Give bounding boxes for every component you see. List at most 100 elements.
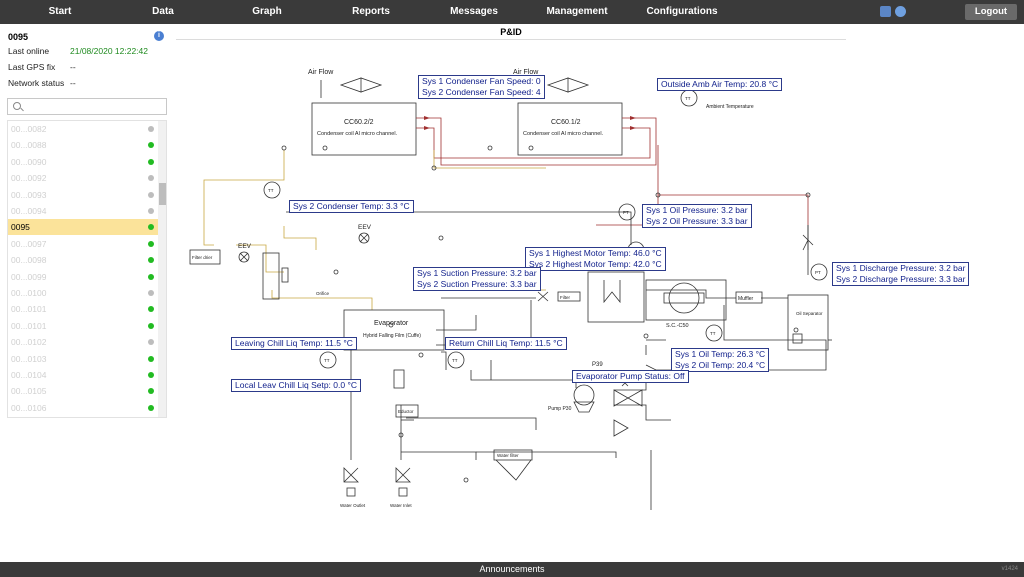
device-list-item[interactable]: 00...0104 [8, 367, 158, 383]
network-value: -- [70, 78, 76, 88]
device-search-input[interactable] [7, 98, 167, 115]
device-list-item[interactable]: 00...0099 [8, 269, 158, 285]
device-list-item[interactable]: 00...0094 [8, 203, 158, 219]
device-list-item[interactable]: 00...0101 [8, 318, 158, 334]
nav-data[interactable]: Data [152, 6, 174, 17]
oil-separator [787, 294, 829, 351]
suction-1-value: Sys 1 Suction Pressure: 3.2 bar [417, 268, 537, 278]
suction-2-value: Sys 2 Suction Pressure: 3.3 bar [417, 279, 537, 289]
fan-speed-1-value: Sys 1 Condenser Fan Speed: 0 [422, 76, 541, 86]
status-dot-icon [148, 175, 154, 182]
device-list-item-label: 00...0094 [11, 206, 47, 216]
motor-temp-tag[interactable]: Sys 1 Highest Motor Temp: 46.0 °C Sys 2 … [525, 247, 666, 271]
device-list-item[interactable]: 00...0100 [8, 285, 158, 301]
device-list-item[interactable]: 00...0102 [8, 334, 158, 350]
condenser-unit-b [517, 102, 623, 156]
pid-schematic: Air Flow Air Flow CC60.2/2 CC60.1/2 Cond… [189, 69, 832, 510]
pid-title: P&ID [176, 27, 846, 40]
logout-button[interactable]: Logout [965, 4, 1017, 20]
flash-vessel [262, 252, 280, 300]
outside-temp-value: Outside Amb Air Temp: 20.8 °C [661, 79, 779, 89]
search-icon [13, 102, 21, 110]
device-list-item-label: 00...0090 [11, 156, 47, 167]
filter-label: Filter [560, 295, 571, 300]
discharge-1-value: Sys 1 Discharge Pressure: 3.2 bar [836, 263, 966, 273]
motor-temp-1-value: Sys 1 Highest Motor Temp: 46.0 °C [529, 248, 662, 258]
device-list-item[interactable]: 00...0090 [8, 154, 158, 170]
announcements-button[interactable]: Announcements [479, 564, 545, 574]
device-list-item[interactable]: 00...0082 [8, 121, 158, 137]
air-flow-label-b: Air Flow [513, 69, 539, 76]
leaving-chill-setpoint-tag[interactable]: Local Leav Chill Liq Setp: 0.0 °C [231, 379, 361, 392]
device-list-item[interactable]: 00...0097 [8, 236, 158, 252]
status-dot-icon [148, 404, 154, 411]
status-dot-icon [148, 224, 154, 231]
eductor-label: Eductor [398, 409, 414, 414]
status-dot-icon [148, 339, 154, 346]
filter-drier-label: Filter drier [192, 255, 213, 260]
bottom-bar: Announcements v1424 [0, 562, 1024, 577]
suction-pressure-tag[interactable]: Sys 1 Suction Pressure: 3.2 bar Sys 2 Su… [413, 267, 541, 291]
last-online-label: Last online [8, 46, 50, 56]
device-id: 0095 [8, 32, 29, 42]
condenser-temp-tag[interactable]: Sys 2 Condenser Temp: 3.3 °C [289, 200, 414, 213]
device-list-item[interactable]: 00...0092 [8, 170, 158, 186]
tt-label: TT [452, 358, 458, 363]
return-chill-value: Return Chill Liq Temp: 11.5 °C [449, 338, 563, 348]
nav-management[interactable]: Management [546, 6, 608, 17]
scrollbar-thumb[interactable] [159, 183, 166, 205]
device-list-item-label: 00...0097 [11, 238, 47, 249]
leaving-chill-temp-tag[interactable]: Leaving Chill Liq Temp: 11.5 °C [231, 337, 357, 350]
oil-temp-tag[interactable]: Sys 1 Oil Temp: 26.3 °C Sys 2 Oil Temp: … [671, 348, 770, 372]
device-list-item[interactable]: 00...0101 [8, 301, 158, 317]
oil-temp-2-value: Sys 2 Oil Temp: 20.4 °C [675, 360, 766, 370]
orifice-label: Orifice [316, 291, 329, 296]
cond-temp-2-value: Sys 2 Condenser Temp: 3.3 °C [293, 201, 410, 211]
leaving-chill-value: Leaving Chill Liq Temp: 11.5 °C [235, 338, 353, 348]
condenser-a-coil: Condenser coil Al micro channel. [317, 131, 398, 137]
tt-label: TT [268, 188, 274, 193]
evaporator-pump-status-tag[interactable]: Evaporator Pump Status: Off [572, 370, 689, 383]
device-list-item[interactable]: 00...0093 [8, 187, 158, 203]
nav-start[interactable]: Start [48, 6, 72, 17]
outside-air-temp-tag[interactable]: Outside Amb Air Temp: 20.8 °C [657, 78, 783, 91]
condenser-a-name: CC60.2/2 [344, 119, 374, 126]
status-dot-icon [148, 240, 154, 247]
status-dot-icon [148, 355, 154, 362]
tt-label: TT [710, 331, 716, 336]
globe-icon[interactable] [895, 6, 906, 17]
device-list-item[interactable]: 0095 [8, 219, 158, 236]
nav-graph[interactable]: Graph [252, 6, 282, 17]
status-dot-icon [148, 372, 154, 378]
device-list-item[interactable]: 00...0106 [8, 400, 158, 416]
list-scrollbar[interactable] [158, 121, 166, 417]
nav-reports[interactable]: Reports [352, 6, 390, 17]
device-list-item[interactable]: 00...0088 [8, 137, 158, 153]
network-label: Network status [8, 78, 65, 88]
eductor [395, 404, 419, 418]
device-list-item-label: 00...0098 [11, 255, 47, 266]
return-chill-temp-tag[interactable]: Return Chill Liq Temp: 11.5 °C [445, 337, 567, 350]
device-list-item[interactable]: 00...0098 [8, 252, 158, 268]
economizer-sc [645, 279, 727, 321]
status-dot-icon [148, 273, 154, 280]
discharge-pressure-tag[interactable]: Sys 1 Discharge Pressure: 3.2 bar Sys 2 … [832, 262, 970, 286]
status-dot-icon [148, 290, 154, 296]
condenser-fan-speed-tag[interactable]: Sys 1 Condenser Fan Speed: 0 Sys 2 Conde… [418, 75, 545, 99]
oil-pressure-tag[interactable]: Sys 1 Oil Pressure: 3.2 bar Sys 2 Oil Pr… [642, 204, 752, 228]
device-list-item-label: 00...0099 [11, 271, 47, 282]
device-list-item[interactable]: 00...0105 [8, 383, 158, 399]
condenser-b-coil: Condenser coil Al micro channel. [523, 131, 604, 137]
muffler [735, 291, 763, 304]
top-navigation-bar: Start Data Graph Reports Messages Manage… [0, 0, 1024, 24]
evaporator-label: Evaporator [374, 320, 409, 327]
info-icon[interactable]: i [154, 31, 164, 41]
device-list-item[interactable]: 00...0103 [8, 351, 158, 367]
language-icon[interactable] [880, 6, 891, 17]
device-list-item-label: 0095 [11, 222, 30, 233]
pt-label: PT [623, 210, 629, 215]
device-list-item-label: 00...0082 [11, 124, 47, 134]
nav-configurations[interactable]: Configurations [646, 6, 718, 17]
nav-messages[interactable]: Messages [450, 6, 498, 17]
